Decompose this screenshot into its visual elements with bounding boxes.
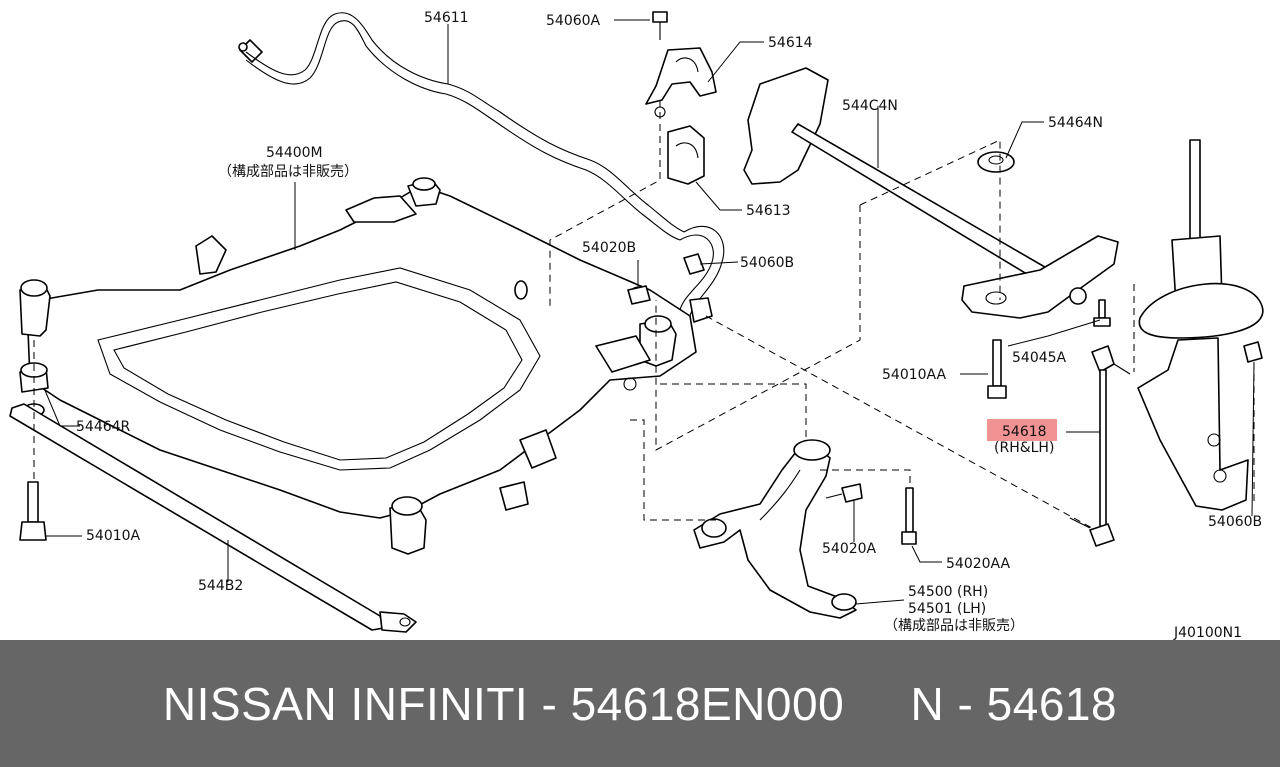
label-54613: 54613 [746,203,791,219]
nut-54060B-top [683,253,705,275]
label-54020B: 54020B [582,240,636,256]
bolt-54010A [19,481,47,541]
label-54618-note: (RH&LH) [994,440,1054,456]
label-54010AA: 54010AA [882,367,947,383]
label-54464N: 54464N [1048,115,1103,131]
label-54464R: 54464R [76,419,131,435]
reference-lines [33,100,1255,529]
suspension-member [19,177,697,555]
member-stay-544B2 [9,403,417,633]
label-54060A: 54060A [546,13,601,29]
part-number-banner: NISSAN INFINITI - 54618EN000 N - 54618 [0,640,1280,767]
label-54611: 54611 [424,10,469,26]
bolt-54010AA [987,339,1007,399]
label-544B2: 544B2 [198,578,243,594]
nut-54020B [627,285,651,305]
label-54020AA: 54020AA [946,556,1011,572]
label-54618: 54618 [1002,424,1047,440]
bolt-54020A [825,483,863,503]
label-54020A: 54020A [822,541,877,557]
bracket-54614 [645,47,717,118]
strut-assembly [1137,139,1264,511]
label-54060B-right: 54060B [1208,514,1262,530]
stabilizer-link-54618 [1069,345,1131,547]
leader-lines [43,19,1255,605]
label-54045A: 54045A [1012,350,1067,366]
bolt-54045A [1093,299,1111,327]
part-number-text: NISSAN INFINITI - 54618EN000 N - 54618 [162,677,1118,730]
label-54060B-top: 54060B [740,255,794,271]
label-54614: 54614 [768,35,813,51]
transverse-link [693,439,857,619]
bolt-54020AA [901,487,917,545]
bolt-54060A [652,11,668,40]
label-54010A: 54010A [86,528,141,544]
highlight-54618 [987,419,1057,441]
label-544C4N: 544C4N [842,98,898,114]
label-54501: 54501 (LH) [908,601,986,617]
washer-54464N [977,151,1015,173]
label-5450x-note: （構成部品は非販売） [884,618,1024,634]
label-54400M-note: （構成部品は非販売） [218,164,358,180]
label-54500: 54500 (RH) [908,584,988,600]
parts-diagram: 54611 54060A 54614 544C4N 54464N 54400M … [9,10,1264,640]
bushing-54613 [667,125,705,185]
crossmember-544C4N [743,67,1119,319]
part-labels: 54611 54060A 54614 544C4N 54464N 54400M … [76,10,1262,640]
diagram-code: J40100N1 [1173,625,1242,640]
label-54400M: 54400M [266,145,323,161]
